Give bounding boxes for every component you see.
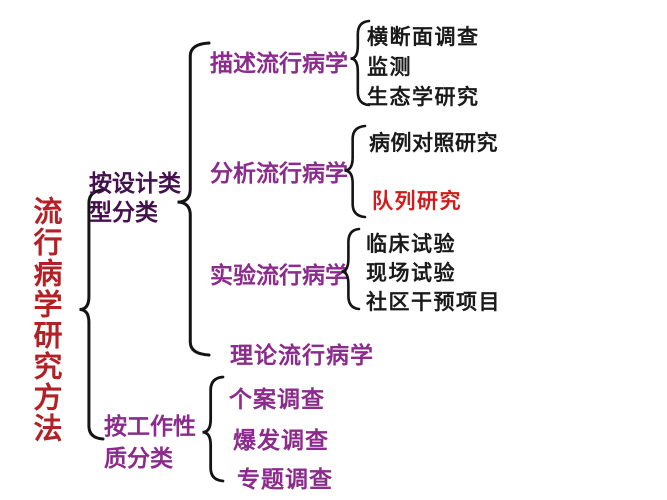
item-cohort-study: 队列研究	[372, 189, 462, 213]
item-individual-case-survey: 个案调查	[229, 387, 325, 412]
header-descriptive-epidemiology: 描述流行病学	[210, 51, 348, 76]
analytical-brace	[344, 124, 367, 219]
item-case-control-study: 病例对照研究	[369, 131, 498, 155]
experimental-brace	[341, 227, 361, 311]
branch-work-label: 按工作性 质分类	[104, 411, 196, 475]
header-analytical-epidemiology: 分析流行病学	[210, 161, 348, 186]
branch-work-label-line1: 按工作性	[104, 414, 196, 439]
work-branch-brace	[202, 375, 225, 483]
item-cross-sectional-survey: 横断面调查	[367, 25, 480, 49]
item-special-topic-survey: 专题调查	[237, 467, 333, 492]
descriptive-brace	[350, 19, 371, 107]
item-ecological-study: 生态学研究	[367, 85, 480, 109]
root-title: 流行病学研究方法	[29, 196, 61, 444]
design-branch-brace	[177, 41, 211, 357]
branch-design-label-line2: 型分类	[89, 200, 158, 225]
header-theoretical-epidemiology: 理论流行病学	[230, 343, 374, 368]
item-community-intervention-project: 社区干预项目	[366, 290, 501, 314]
main-brace	[79, 188, 105, 441]
branch-work-label-line2: 质分类	[104, 446, 173, 471]
item-outbreak-survey: 爆发调查	[233, 428, 329, 453]
header-experimental-epidemiology: 实验流行病学	[210, 263, 348, 288]
item-field-trial: 现场试验	[366, 261, 456, 285]
branch-design-label-line1: 按设计类	[89, 171, 181, 196]
item-clinical-trial: 临床试验	[366, 232, 456, 256]
item-surveillance: 监测	[367, 55, 412, 79]
branch-design-label: 按设计类 型分类	[89, 169, 181, 227]
